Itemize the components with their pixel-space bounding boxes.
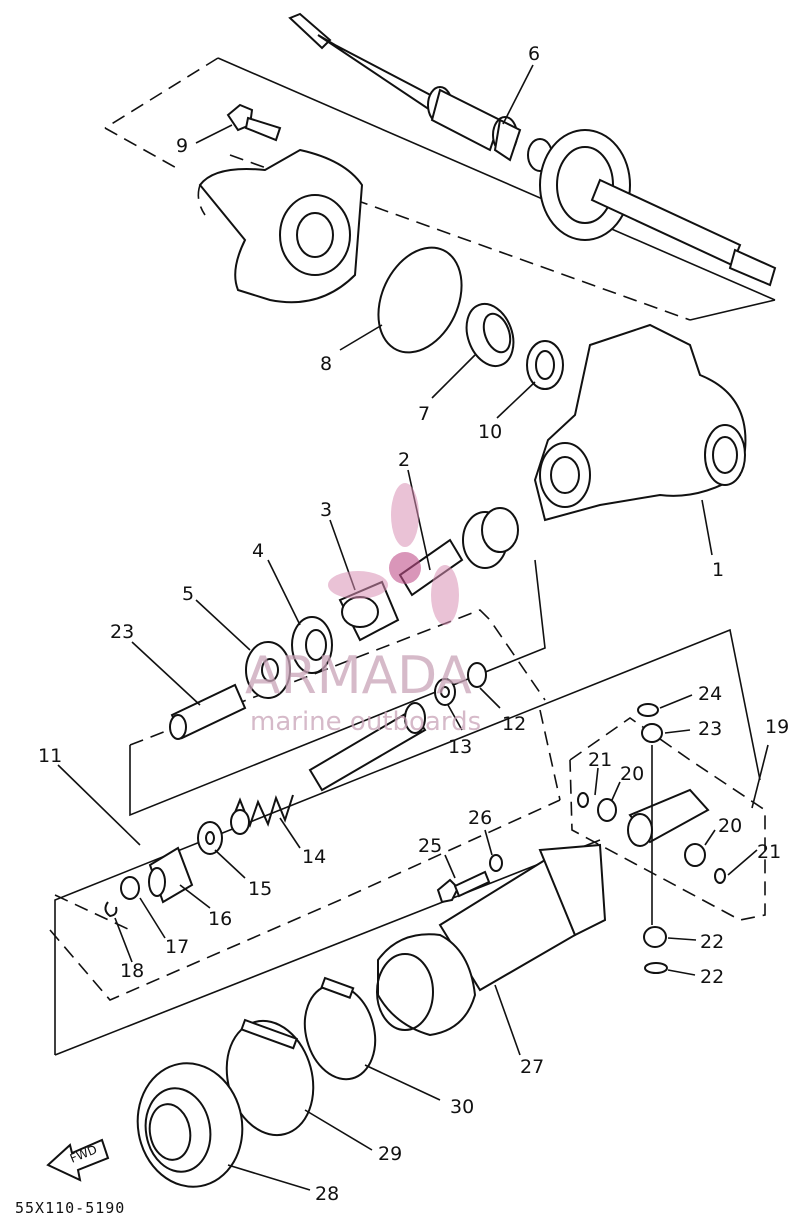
callout-4: 4 — [252, 540, 264, 562]
callout-1: 1 — [712, 559, 724, 581]
armada-watermark: ARMADA marine outboards — [245, 483, 481, 737]
callout-14: 14 — [302, 846, 326, 868]
callout-18: 18 — [120, 960, 144, 982]
callout-19: 19 — [765, 716, 789, 738]
oil-seal-part-10 — [526, 340, 564, 390]
tube-part-24 — [169, 683, 247, 740]
washer-part-15 — [197, 821, 223, 855]
callout-13: 13 — [448, 736, 472, 758]
callout-29: 29 — [378, 1143, 402, 1165]
callout-23-bottom: 22 — [700, 966, 724, 988]
callout-17: 17 — [165, 936, 189, 958]
clip-part-21-left — [577, 792, 589, 808]
diagram-code: 55X110-5190 — [15, 1199, 125, 1217]
callout-3: 3 — [320, 499, 332, 521]
callout-30: 30 — [450, 1096, 474, 1118]
watermark-brand: ARMADA — [245, 646, 472, 706]
ring-part-23-top — [637, 703, 659, 717]
callout-16: 16 — [208, 908, 232, 930]
shaft-assembly-boundary — [104, 57, 219, 129]
callout-20-right: 20 — [718, 815, 742, 837]
o-ring-part-8 — [377, 246, 463, 354]
callout-22-top: 23 — [698, 718, 722, 740]
ring-part-23-bottom — [644, 962, 668, 974]
splined-shaft — [308, 702, 427, 792]
housing-cover — [197, 148, 364, 304]
callout-6: 6 — [528, 43, 540, 65]
washer-part-5 — [245, 641, 291, 699]
callout-5: 5 — [182, 583, 194, 605]
callout-9: 9 — [176, 135, 188, 157]
ring-part-17 — [120, 876, 140, 900]
ring-part-12 — [467, 662, 487, 688]
callout-23-top: 24 — [698, 683, 722, 705]
cap-part-22-bottom — [643, 926, 667, 948]
washer-part-27 — [489, 854, 503, 872]
washer-part-13 — [434, 678, 456, 706]
fwd-arrow: FWD — [46, 1138, 110, 1182]
callout-12: 12 — [502, 713, 526, 735]
pinion-gear-part-2 — [398, 507, 519, 597]
callout-15: 15 — [248, 878, 272, 900]
callout-2: 2 — [398, 449, 410, 471]
collar-part-16 — [148, 846, 194, 904]
callout-24: 23 — [110, 621, 134, 643]
group-11-boundary — [54, 628, 761, 1055]
callout-10: 10 — [478, 421, 502, 443]
clip-part-21-right — [714, 868, 726, 884]
cap-part-20-left — [597, 798, 617, 822]
callout-7: 7 — [418, 403, 430, 425]
callout-22-bottom: 22 — [700, 931, 724, 953]
clip-part-18 — [104, 901, 118, 918]
callout-8: 8 — [320, 353, 332, 375]
watermark-tagline: marine outboards — [250, 707, 481, 737]
bearing-part-4 — [291, 616, 333, 674]
bearing-part-7 — [465, 303, 515, 367]
gear-case-part-1 — [533, 323, 747, 522]
bolt-part-26 — [436, 870, 491, 904]
housing-part-25 — [376, 843, 607, 1037]
callout-21-left: 21 — [588, 749, 612, 771]
cap-part-22-top — [641, 723, 663, 743]
callout-28: 28 — [315, 1183, 339, 1205]
bolt-part-9 — [226, 103, 282, 142]
callout-26: 25 — [418, 835, 442, 857]
inner-tube-boundary — [129, 559, 546, 817]
callout-21-right: 21 — [757, 841, 781, 863]
boot-part-28 — [136, 1062, 244, 1188]
group-19-boundary — [569, 717, 766, 921]
callout-11: 11 — [38, 745, 62, 767]
universal-joint-part-19 — [627, 745, 710, 925]
cap-part-20-right — [684, 843, 706, 867]
drive-shaft-part-6 — [288, 12, 777, 287]
callout-25: 27 — [520, 1056, 544, 1078]
callout-20-left: 20 — [620, 763, 644, 785]
callout-27: 26 — [468, 807, 492, 829]
spring-part-14 — [230, 794, 294, 835]
